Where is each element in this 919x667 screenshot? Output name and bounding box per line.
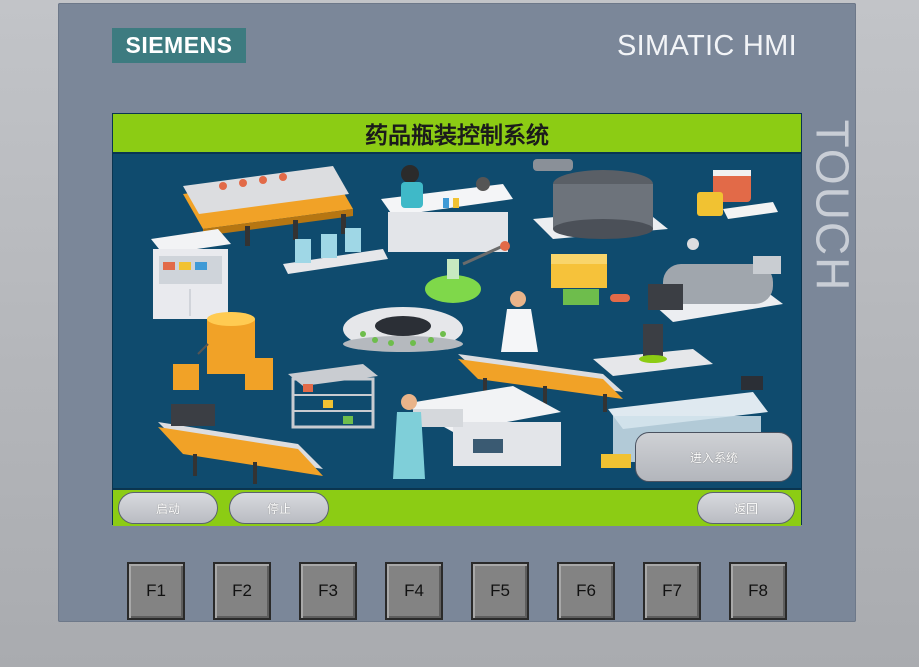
f4-key[interactable]: F4 [385, 562, 443, 620]
f3-key[interactable]: F3 [299, 562, 357, 620]
filling-machine-illustration [648, 238, 783, 322]
f8-key[interactable]: F8 [729, 562, 787, 620]
start-button[interactable]: 启动 [118, 492, 218, 524]
worker-illustration [501, 291, 538, 352]
back-button[interactable]: 返回 [697, 492, 795, 524]
conveyor-illustration-2 [458, 354, 623, 412]
enter-system-button[interactable]: 进入系统 [635, 432, 793, 482]
title-bar: 药品瓶装控制系统 [113, 114, 801, 154]
f6-key[interactable]: F6 [557, 562, 615, 620]
f7-key[interactable]: F7 [643, 562, 701, 620]
control-console-illustration [393, 386, 561, 479]
function-key-row: F1 F2 F3 F4 F5 F6 F7 F8 [127, 562, 792, 622]
siemens-logo: SIEMENS [112, 28, 246, 63]
medicine-boxes-illustration [551, 254, 630, 305]
conveyor-illustration-3 [158, 404, 323, 484]
bottom-control-bar: 启动 停止 返回 [113, 488, 801, 526]
flask-illustration [425, 241, 510, 303]
f1-key[interactable]: F1 [127, 562, 185, 620]
stop-button[interactable]: 停止 [229, 492, 329, 524]
pill-bottles-illustration [697, 170, 778, 219]
product-name: SIMATIC HMI [617, 30, 797, 62]
mixing-tank-illustration [533, 159, 668, 239]
rotary-table-illustration [343, 307, 463, 352]
medicine-cabinet-illustration [151, 229, 231, 319]
shelf-cart-illustration [288, 364, 378, 429]
conveyor-illustration-1 [183, 166, 353, 252]
touch-text: TOUCH [806, 119, 858, 293]
lab-desk-illustration [381, 165, 513, 252]
f5-key[interactable]: F5 [471, 562, 529, 620]
test-tube-stand-illustration [283, 228, 388, 274]
touch-side-label: TOUCH [806, 118, 858, 294]
microscope-illustration [593, 324, 713, 376]
page-title: 药品瓶装控制系统 [365, 123, 549, 149]
storage-tanks-illustration [173, 312, 273, 390]
hmi-screen: 药品瓶装控制系统 [112, 113, 802, 526]
f2-key[interactable]: F2 [213, 562, 271, 620]
